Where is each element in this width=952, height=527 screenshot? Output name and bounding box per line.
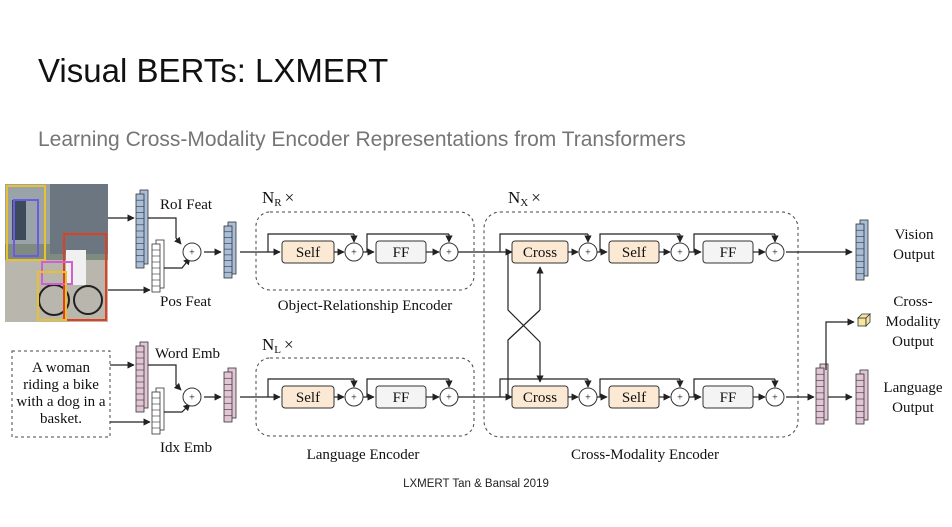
- input-sentence-line: A woman: [32, 360, 90, 376]
- svg-text:Self: Self: [296, 245, 320, 261]
- svg-text:FF: FF: [720, 245, 737, 261]
- svg-text:Cross: Cross: [523, 245, 557, 261]
- self-attention-block: Self: [608, 385, 660, 409]
- slide-title: Visual BERTs: LXMERT: [38, 52, 389, 89]
- svg-text:Self: Self: [622, 245, 646, 261]
- input-sentence-line: with a dog in a: [16, 394, 105, 410]
- adder-node: +: [182, 242, 202, 262]
- language-output-label: Output: [892, 400, 935, 416]
- cross-output-cube: [857, 313, 871, 327]
- svg-text:+: +: [677, 248, 683, 259]
- language-output-stack: [855, 369, 869, 425]
- pos-feat-label: Pos Feat: [160, 294, 212, 310]
- svg-text:+: +: [446, 248, 452, 259]
- residual-adder: +: [765, 242, 785, 262]
- residual-adder: +: [670, 387, 690, 407]
- feed-forward-block: FF: [375, 240, 427, 264]
- cross-modality-output-label: Cross-: [893, 294, 932, 310]
- word-emb-label: Word Emb: [155, 346, 220, 362]
- svg-text:Self: Self: [622, 390, 646, 406]
- residual-adder: +: [344, 242, 364, 262]
- roi-feat-label: RoI Feat: [160, 197, 213, 213]
- svg-text:+: +: [446, 393, 452, 404]
- svg-text:+: +: [585, 248, 591, 259]
- vision-output-stack: [855, 219, 869, 281]
- cross-modality-encoder-box: [483, 211, 799, 438]
- self-attention-block: Self: [281, 385, 335, 409]
- feed-forward-block: FF: [702, 385, 754, 409]
- svg-text:+: +: [772, 393, 778, 404]
- svg-text:+: +: [189, 393, 195, 404]
- idx-embedding-stack: [151, 387, 165, 435]
- roi-feature-stack: [135, 189, 149, 269]
- svg-text:FF: FF: [720, 390, 737, 406]
- cross-modality-encoder-label: Cross-Modality Encoder: [571, 447, 719, 463]
- citation-caption: LXMERT Tan & Bansal 2019: [403, 478, 549, 490]
- object-relationship-encoder-label: Object-Relationship Encoder: [278, 298, 453, 314]
- cross-modality-output-label: Modality: [886, 314, 941, 330]
- residual-adder: +: [765, 387, 785, 407]
- language-embedding-stack: [223, 367, 237, 423]
- language-output-label: Language: [883, 380, 942, 396]
- cross-attention-block: Cross: [511, 385, 569, 409]
- residual-adder: +: [344, 387, 364, 407]
- cross-attention-block: Cross: [511, 240, 569, 264]
- feed-forward-block: FF: [702, 240, 754, 264]
- cross-modality-output-label: Output: [892, 334, 935, 350]
- residual-adder: +: [578, 242, 598, 262]
- nr-multiplier: NR×: [262, 188, 294, 209]
- input-sentence-box: A woman riding a bike with a dog in a ba…: [11, 350, 111, 438]
- pos-feature-stack: [151, 239, 165, 293]
- svg-text:FF: FF: [393, 245, 410, 261]
- svg-text:+: +: [351, 393, 357, 404]
- svg-text:+: +: [189, 248, 195, 259]
- svg-text:+: +: [351, 248, 357, 259]
- svg-text:+: +: [677, 393, 683, 404]
- residual-adder: +: [439, 387, 459, 407]
- residual-adder: +: [439, 242, 459, 262]
- idx-emb-label: Idx Emb: [160, 440, 212, 456]
- svg-text:+: +: [585, 393, 591, 404]
- input-sentence-line: riding a bike: [23, 377, 99, 393]
- residual-adder: +: [578, 387, 598, 407]
- svg-text:FF: FF: [393, 390, 410, 406]
- input-sentence-line: basket.: [40, 411, 82, 427]
- slide-subtitle: Learning Cross-Modality Encoder Represen…: [38, 128, 686, 151]
- vision-output-label: Vision: [894, 227, 934, 243]
- language-encoder-label: Language Encoder: [307, 447, 420, 463]
- self-attention-block: Self: [281, 240, 335, 264]
- svg-text:Self: Self: [296, 390, 320, 406]
- word-embedding-stack: [135, 341, 149, 413]
- nl-multiplier: NL×: [262, 335, 294, 356]
- self-attention-block: Self: [608, 240, 660, 264]
- feed-forward-block: FF: [375, 385, 427, 409]
- input-image: [5, 184, 108, 322]
- svg-text:+: +: [772, 248, 778, 259]
- residual-adder: +: [670, 242, 690, 262]
- nx-multiplier: NX×: [508, 188, 541, 209]
- vision-output-label: Output: [893, 247, 936, 263]
- object-relationship-encoder-box: [255, 211, 475, 291]
- language-feature-stack: [815, 363, 829, 425]
- vision-embedding-stack: [223, 221, 237, 279]
- adder-node: +: [182, 387, 202, 407]
- svg-text:Cross: Cross: [523, 390, 557, 406]
